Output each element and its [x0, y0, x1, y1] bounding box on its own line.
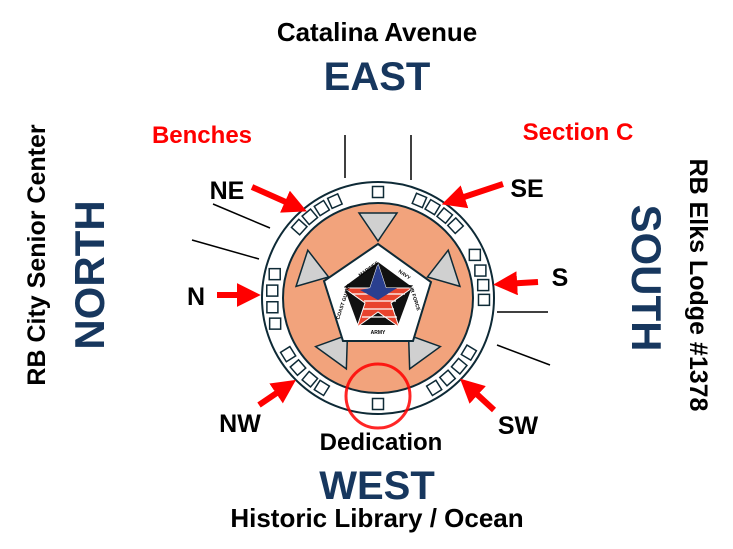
point-n-label: N: [187, 283, 205, 311]
bench-se: [411, 192, 428, 209]
bench-bottom: [371, 397, 385, 411]
top-street-label: Catalina Avenue: [277, 17, 477, 47]
triangle-planters: [294, 212, 462, 371]
bench-sw: [425, 379, 443, 397]
south-label: SOUTH: [623, 205, 670, 352]
triangle-planter: [294, 248, 330, 288]
point-s-label: S: [552, 264, 569, 292]
left-building-label: RB City Senior Center: [23, 124, 51, 385]
flag-canton: [360, 264, 397, 300]
triangle-planter: [357, 212, 399, 243]
west-label: WEST: [319, 464, 435, 508]
bench-nw: [301, 370, 319, 389]
triangle-planter: [426, 248, 462, 288]
arrow-se: [441, 181, 504, 209]
dedication-label: Dedication: [320, 429, 443, 456]
arrow-ne: [250, 184, 307, 213]
bench-sw: [438, 369, 457, 387]
bench-top: [371, 185, 385, 199]
bench-nw: [289, 358, 307, 377]
arrow-s: [493, 271, 539, 296]
point-ne-label: NE: [210, 177, 245, 205]
bench-n: [268, 267, 281, 281]
bench-s: [468, 248, 482, 262]
bench-s: [476, 278, 490, 292]
east-label: EAST: [324, 55, 431, 99]
north-label: NORTH: [66, 200, 113, 349]
bench-ne: [326, 192, 344, 210]
benches-label: Benches: [152, 122, 252, 149]
arrow-nw: [257, 379, 296, 408]
point-nw-label: NW: [219, 410, 261, 438]
section-label: Section C: [523, 119, 634, 146]
bench-se: [424, 198, 442, 216]
bench-s: [477, 293, 491, 307]
triangle-planter: [407, 333, 442, 371]
bench-se: [435, 206, 454, 225]
bench-ne: [313, 199, 331, 217]
point-se-label: SE: [510, 175, 543, 203]
right-building-label: RB Elks Lodge #1378: [684, 159, 712, 412]
triangle-planter: [314, 333, 349, 371]
emblem-army: ARMY: [371, 330, 386, 336]
dedication-highlight-circle: [344, 362, 412, 430]
point-sw-label: SW: [498, 412, 539, 440]
bench-n: [266, 300, 279, 314]
bench-markers: [266, 185, 491, 411]
bench-s: [474, 264, 487, 277]
bench-nw: [279, 345, 297, 363]
bench-n: [266, 284, 279, 297]
direction-arrows: [217, 181, 539, 413]
arrow-sw: [460, 378, 497, 413]
bench-ne: [290, 218, 309, 236]
bench-n: [268, 317, 282, 330]
bottom-street-label: Historic Library / Ocean: [230, 503, 523, 533]
bench-nw: [313, 379, 331, 397]
walkway-lines: [191, 135, 551, 366]
bench-sw: [450, 357, 469, 375]
bench-sw: [460, 344, 478, 362]
bench-se: [446, 216, 465, 235]
